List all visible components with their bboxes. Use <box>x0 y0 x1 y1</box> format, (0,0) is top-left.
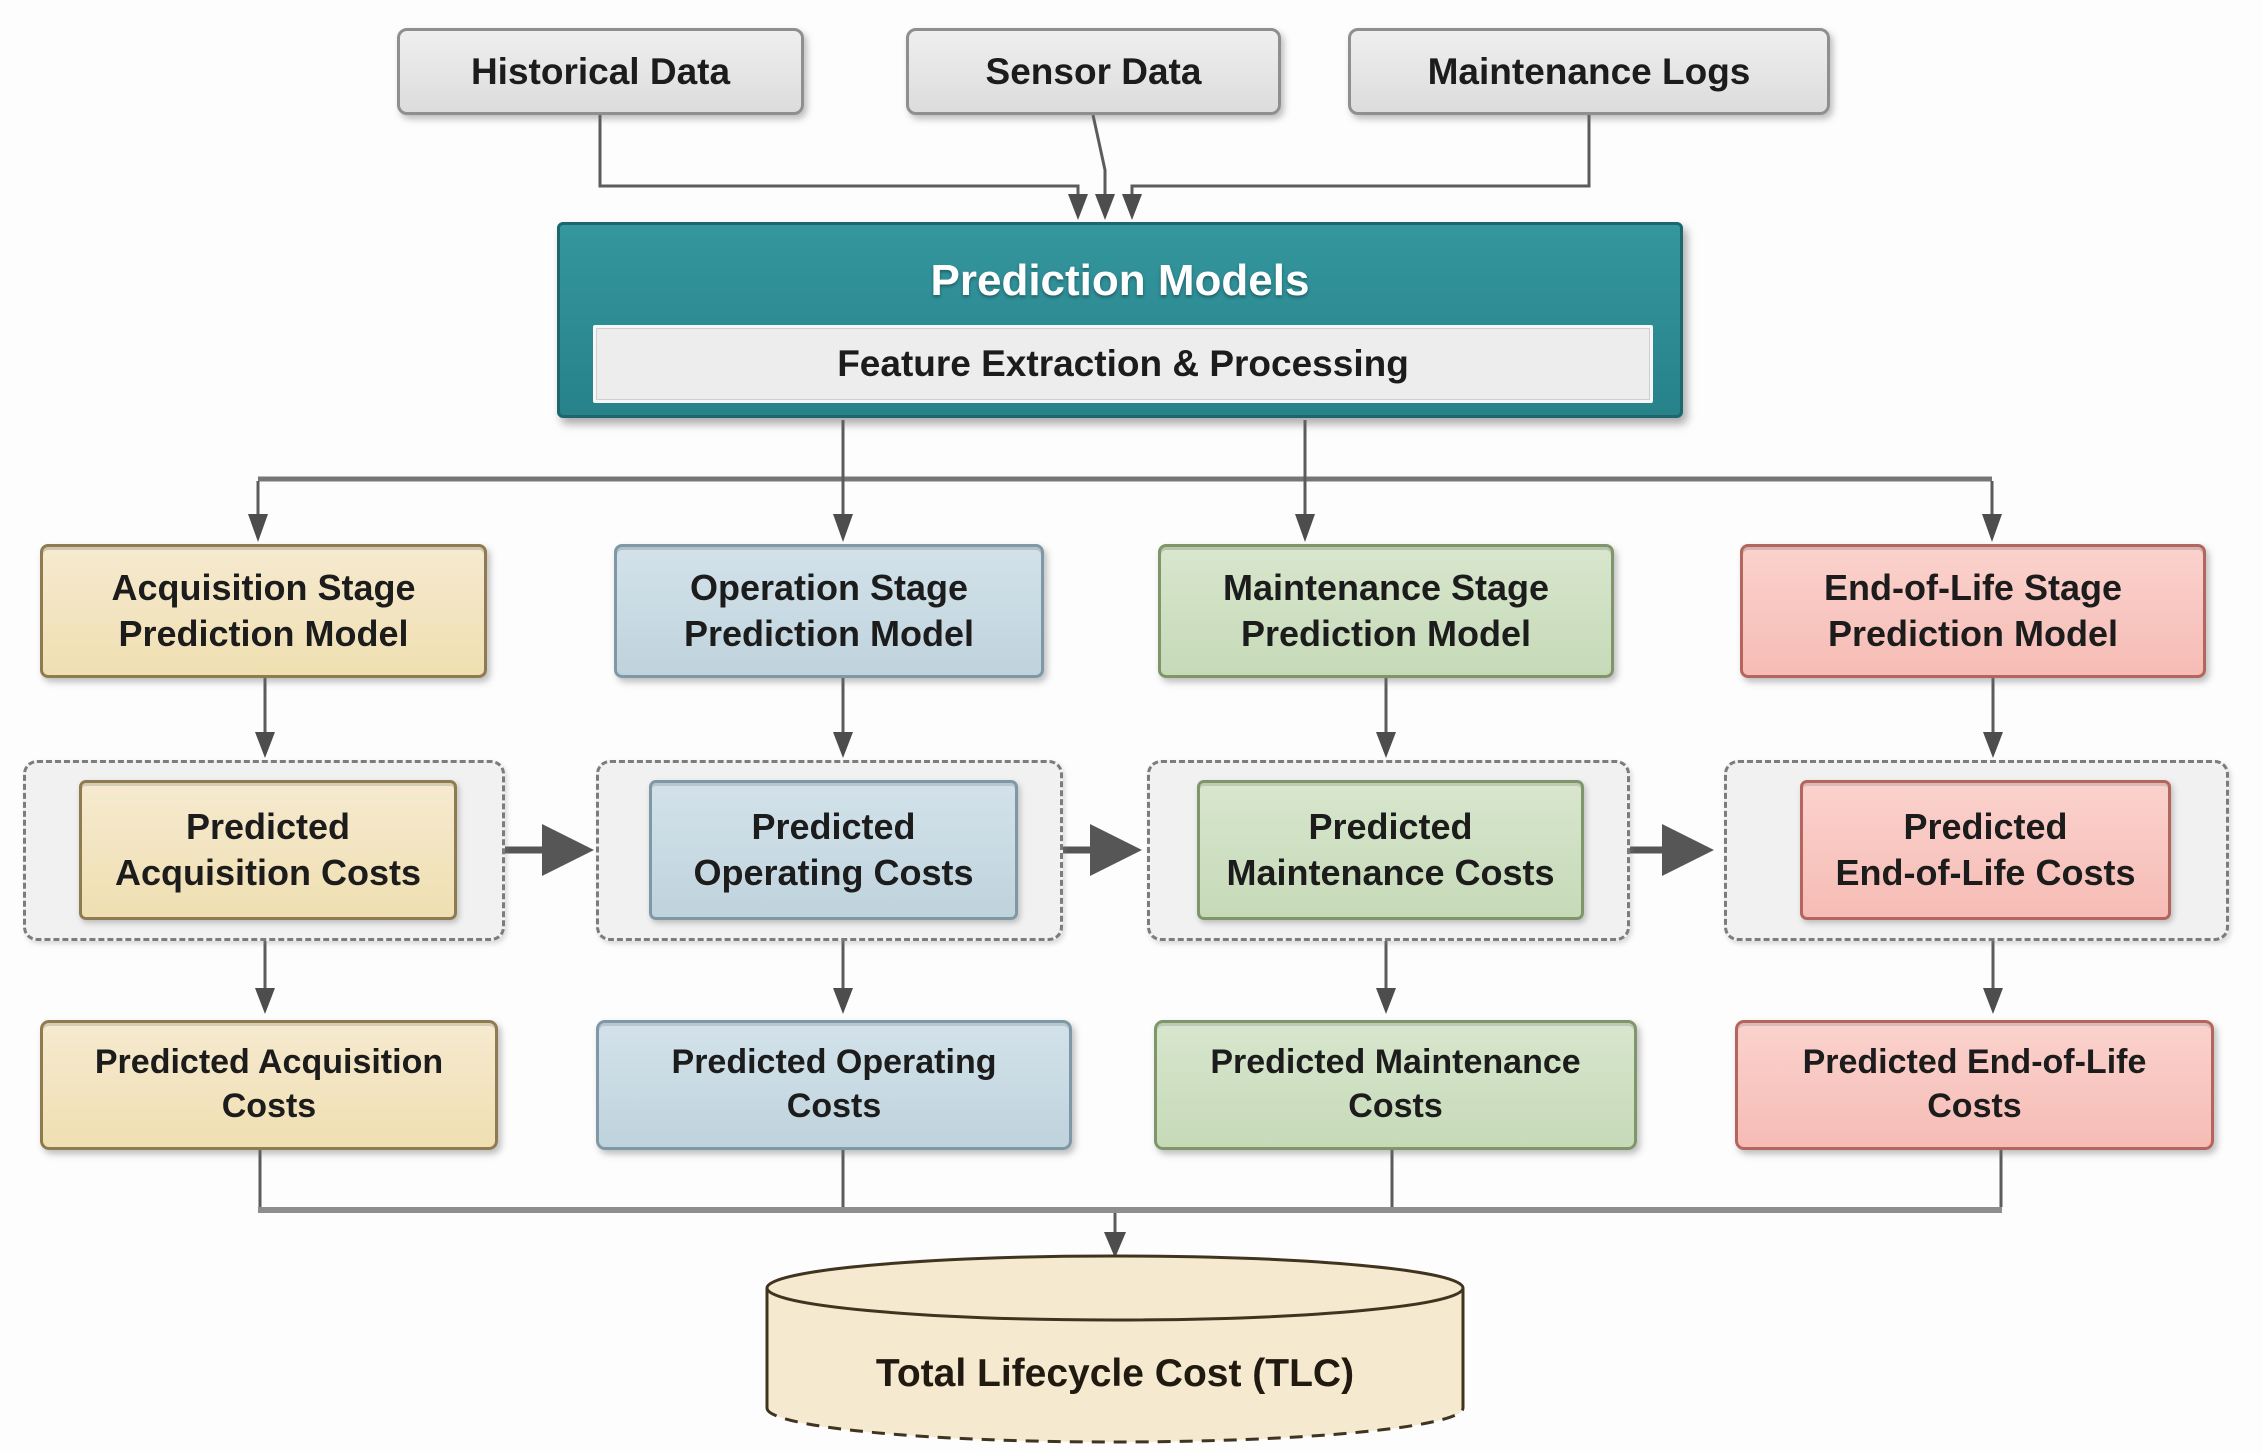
arrowhead-icon <box>1090 824 1142 876</box>
operating-costs-output-box: Predicted Operating Costs <box>596 1020 1072 1150</box>
maintenance-logs-box: Maintenance Logs <box>1348 28 1830 115</box>
predicted-maintenance-costs-label: Predicted Maintenance Costs <box>1226 805 1555 893</box>
maintenance-costs-output-box: Predicted Maintenance Costs <box>1154 1020 1637 1150</box>
acquisition-costs-output-box: Predicted Acquisition Costs <box>40 1020 498 1150</box>
predicted-operating-costs-box: Predicted Operating Costs <box>649 780 1018 920</box>
sensor-data-label: Sensor Data <box>985 50 1202 92</box>
predicted-acquisition-costs-box: Predicted Acquisition Costs <box>79 780 457 920</box>
arrowhead-icon <box>1376 988 1396 1014</box>
predicted-end-of-life-costs-label: Predicted End-of-Life Costs <box>1835 805 2136 893</box>
cylinder-icon <box>765 1254 1465 1444</box>
operating-costs-output-label: Predicted Operating Costs <box>671 1043 997 1125</box>
historical-data-label: Historical Data <box>470 50 731 92</box>
end-of-life-costs-output-label: Predicted End-of-Life Costs <box>1802 1043 2147 1125</box>
arrowhead-icon <box>833 732 853 758</box>
arrowhead-icon <box>1068 194 1088 220</box>
arrowhead-icon <box>833 514 853 542</box>
end-of-life-costs-output-box: Predicted End-of-Life Costs <box>1735 1020 2214 1150</box>
operation-stage-model-label: Operation Stage Prediction Model <box>683 566 975 654</box>
acquisition-stage-model-box: Acquisition Stage Prediction Model <box>40 544 487 678</box>
arrowhead-icon <box>1983 988 2003 1014</box>
historical-data-box: Historical Data <box>397 28 804 115</box>
acquisition-costs-output-label: Predicted Acquisition Costs <box>94 1043 444 1125</box>
arrowhead-icon <box>255 732 275 758</box>
maintenance-stage-model-box: Maintenance Stage Prediction Model <box>1158 544 1614 678</box>
prediction-models-box: Prediction Models Feature Extraction & P… <box>557 222 1683 418</box>
arrowhead-icon <box>1376 732 1396 758</box>
end-of-life-stage-model-box: End-of-Life Stage Prediction Model <box>1740 544 2206 678</box>
source-arrowheads <box>1068 194 1142 220</box>
arrowhead-icon <box>1983 732 2003 758</box>
predicted-end-of-life-costs-box: Predicted End-of-Life Costs <box>1800 780 2171 920</box>
arrowhead-icon <box>1982 514 2002 542</box>
operation-stage-model-box: Operation Stage Prediction Model <box>614 544 1044 678</box>
historical-data-connector <box>598 115 1080 198</box>
arrowhead-icon <box>1095 194 1115 220</box>
total-lifecycle-cost-store: Total Lifecycle Cost (TLC) <box>763 1252 1467 1448</box>
predicted-operating-costs-label: Predicted Operating Costs <box>693 805 974 893</box>
merge-to-tlc-lines <box>258 1150 2003 1258</box>
prediction-models-title: Prediction Models <box>930 256 1310 305</box>
stage-to-predicted-lines <box>255 678 2003 758</box>
arrowhead-icon <box>833 988 853 1014</box>
arrowhead-icon <box>1122 194 1142 220</box>
maintenance-costs-output-label: Predicted Maintenance Costs <box>1210 1043 1581 1125</box>
sensor-data-connector <box>1091 114 1107 198</box>
maintenance-logs-connector <box>1130 115 1591 198</box>
arrowhead-icon <box>248 514 268 542</box>
total-lifecycle-cost-label: Total Lifecycle Cost (TLC) <box>875 1352 1355 1395</box>
acquisition-stage-model-label: Acquisition Stage Prediction Model <box>111 566 416 654</box>
feature-extraction-label: Feature Extraction & Processing <box>837 343 1409 385</box>
end-of-life-stage-model-label: End-of-Life Stage Prediction Model <box>1824 566 2122 654</box>
prediction-to-stages-lines <box>248 420 2002 542</box>
feature-extraction-box: Feature Extraction & Processing <box>593 325 1653 403</box>
arrowhead-icon <box>542 824 594 876</box>
arrowhead-icon <box>255 988 275 1014</box>
arrowhead-icon <box>1662 824 1714 876</box>
arrowhead-icon <box>1295 514 1315 542</box>
maintenance-logs-label: Maintenance Logs <box>1427 50 1751 92</box>
maintenance-stage-model-label: Maintenance Stage Prediction Model <box>1222 566 1550 654</box>
predicted-acquisition-costs-label: Predicted Acquisition Costs <box>114 805 422 893</box>
predicted-maintenance-costs-box: Predicted Maintenance Costs <box>1197 780 1584 920</box>
source-to-prediction-lines <box>598 114 1591 198</box>
sensor-data-box: Sensor Data <box>906 28 1281 115</box>
